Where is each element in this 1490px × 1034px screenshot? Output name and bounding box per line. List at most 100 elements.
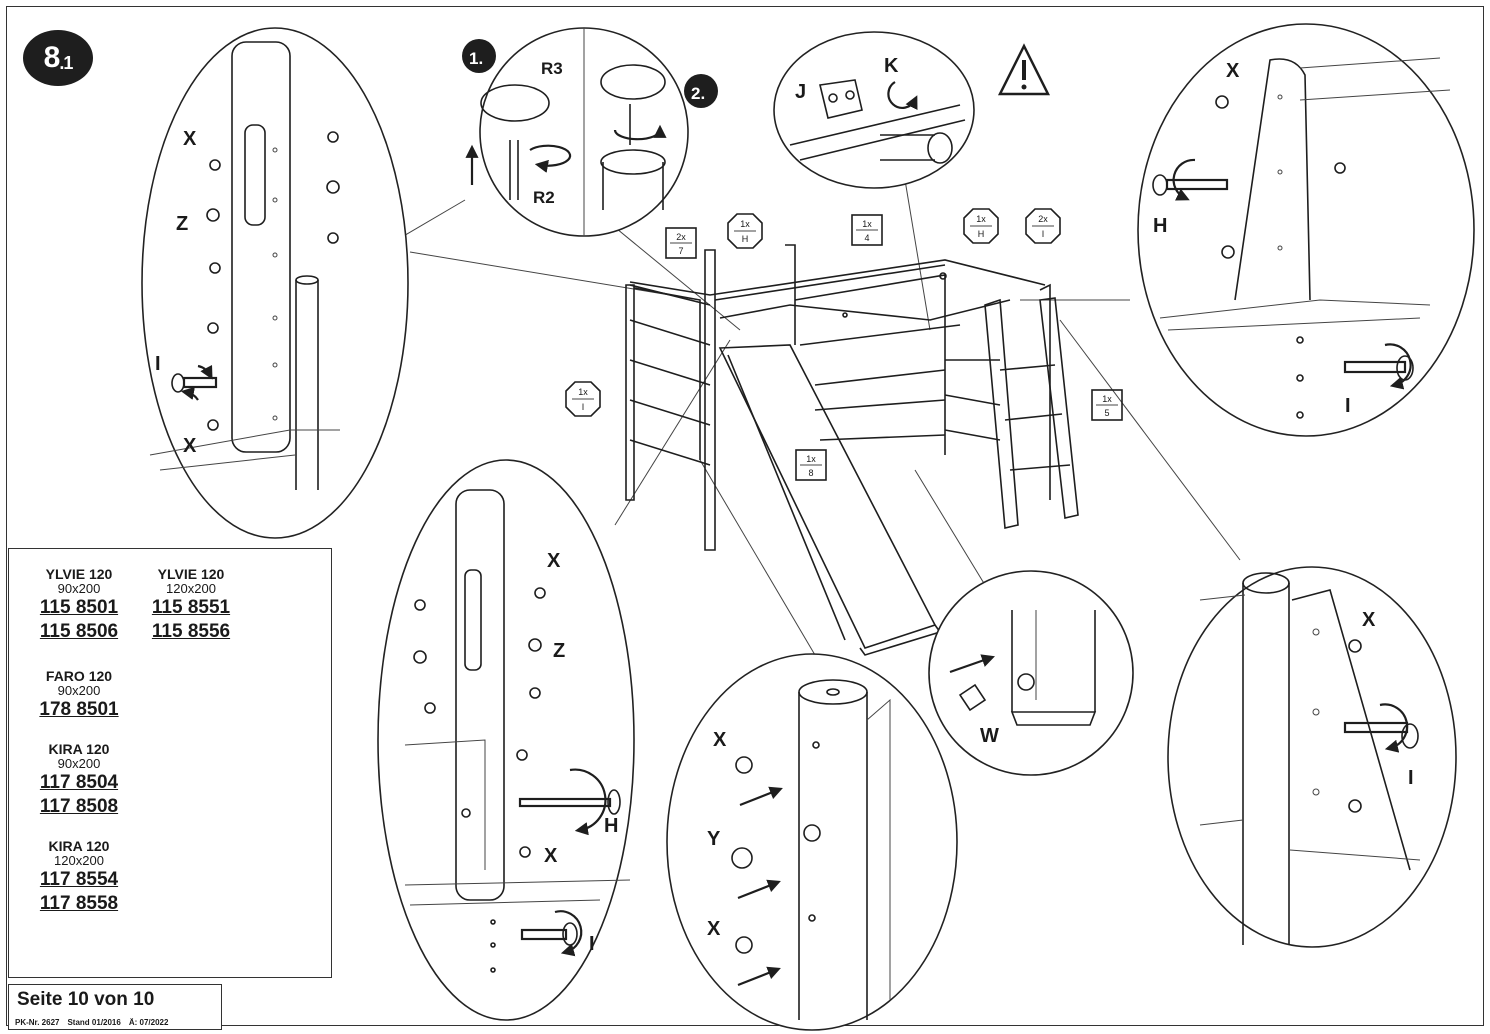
label-h: H (1153, 215, 1167, 237)
label-x: X (547, 550, 561, 572)
step-number: 8 (43, 41, 61, 74)
product-kira-120: KIRA 120 120x200 117 8554 117 8558 (14, 839, 144, 916)
product-size: 90x200 (57, 683, 101, 698)
svg-text:4: 4 (864, 233, 869, 243)
part-tag: 1x H (727, 213, 763, 249)
step-sub-number: .1 (59, 52, 73, 73)
svg-text:7: 7 (678, 246, 683, 256)
main-loft-bed-drawing (625, 244, 1079, 656)
svg-text:1x: 1x (862, 219, 872, 229)
step-one-label: 1. (469, 49, 483, 68)
product-number: 117 8508 (39, 796, 119, 817)
dowel-pins (1348, 639, 1362, 813)
svg-text:H: H (742, 234, 749, 244)
svg-text:1x: 1x (806, 454, 816, 464)
detail-oval-right-lower-post: X I (1167, 566, 1457, 948)
bolt-h-right (1152, 158, 1229, 201)
bolt-h-lower (518, 768, 621, 836)
detail-oval-lower-post: X Z H X I (377, 459, 635, 1021)
detail-oval-left-post: X Z I X (141, 27, 409, 539)
label-r3: R3 (541, 59, 563, 78)
detail-circle-foot: W (928, 570, 1134, 776)
label-y: Y (707, 828, 721, 850)
footer-meta: PK-Nr. 2627 Stand 01/2016 Ä: 07/2022 (15, 1018, 176, 1027)
bolt-i-right (1343, 343, 1414, 390)
product-number: 115 8506 (39, 621, 119, 642)
label-x: X (1362, 609, 1376, 631)
svg-text:2x: 2x (676, 232, 686, 242)
part-tag: 1x 4 (851, 214, 883, 246)
label-x: X (544, 845, 558, 867)
label-x: X (713, 729, 727, 751)
svg-text:I: I (1042, 229, 1045, 239)
svg-text:1x: 1x (976, 214, 986, 224)
svg-text:1x: 1x (578, 387, 588, 397)
label-i: I (1408, 767, 1414, 789)
part-tag: 2x 7 (665, 227, 697, 259)
product-faro-90: FARO 120 90x200 178 8501 (14, 669, 144, 722)
label-z: Z (553, 640, 565, 662)
svg-text:8: 8 (808, 468, 813, 478)
dowel-pins (1215, 95, 1304, 419)
product-number: 117 8558 (39, 893, 119, 914)
label-h: H (604, 815, 618, 837)
svg-text:5: 5 (1104, 408, 1109, 418)
product-name: FARO 120 (45, 668, 113, 684)
label-w: W (980, 725, 999, 747)
bolt-i-left (171, 364, 218, 401)
product-size: 90x200 (57, 581, 101, 596)
svg-text:1x: 1x (1102, 394, 1112, 404)
product-number: 115 8501 (39, 597, 119, 618)
product-name: KIRA 120 (48, 741, 110, 757)
pk-number: PK-Nr. 2627 (15, 1018, 60, 1027)
product-ylvie-90: YLVIE 120 90x200 115 8501 115 8506 (14, 567, 144, 644)
insert-arrows (737, 786, 783, 987)
label-x: X (707, 918, 721, 940)
dowel-pins (731, 756, 753, 954)
svg-text:I: I (582, 402, 585, 412)
product-kira-90: KIRA 120 90x200 117 8504 117 8508 (14, 742, 144, 819)
label-z: Z (176, 213, 188, 235)
label-i: I (155, 353, 161, 375)
step-two-label: 2. (691, 84, 705, 103)
product-list-box: YLVIE 120 90x200 115 8501 115 8506 YLVIE… (8, 548, 332, 978)
label-i: I (589, 933, 595, 955)
part-tag: 1x I (565, 381, 601, 417)
label-i: I (1345, 395, 1351, 417)
detail-oval-bottom-post: X Y X (666, 653, 958, 1031)
page-number: Seite 10 von 10 (17, 989, 155, 1010)
product-ylvie-120: YLVIE 120 120x200 115 8551 115 8556 (126, 567, 256, 644)
revision-date: Ä: 07/2022 (128, 1018, 169, 1027)
product-name: YLVIE 120 (157, 566, 225, 582)
page-frame (6, 6, 1484, 1026)
part-tag: 1x 5 (1091, 389, 1123, 421)
label-k: K (884, 55, 899, 77)
product-size: 120x200 (54, 853, 104, 868)
dowel-pins (413, 587, 546, 973)
bolt-i-right-lower (1343, 703, 1419, 753)
detail-circle-bracket: J K (773, 31, 975, 189)
product-size: 120x200 (166, 581, 216, 596)
label-r2: R2 (533, 188, 555, 207)
product-number: 115 8556 (151, 621, 231, 642)
product-name: KIRA 120 (48, 838, 110, 854)
peg-holes (272, 147, 278, 421)
product-number: 178 8501 (39, 699, 119, 720)
detail-circle-cap-screw: 1. 2. R3 R2 (462, 27, 718, 237)
product-number: 117 8554 (39, 869, 119, 890)
product-number: 117 8504 (39, 772, 119, 793)
svg-text:H: H (978, 229, 985, 239)
detail-oval-right-panel: X H I (1137, 23, 1475, 437)
part-tag: 2x I (1025, 208, 1061, 244)
product-name: YLVIE 120 (45, 566, 113, 582)
part-tag: 1x 8 (795, 449, 827, 481)
warning-triangle-icon (997, 43, 1051, 96)
page-footer: Seite 10 von 10 PK-Nr. 2627 Stand 01/2016… (8, 984, 222, 1030)
product-size: 90x200 (57, 756, 101, 771)
label-j: J (795, 81, 806, 103)
part-tag: 1x H (963, 208, 999, 244)
part-tags: 2x 7 1x H 1x 4 1x H 2x I 1x I (565, 208, 1123, 481)
label-x: X (1226, 60, 1240, 82)
svg-text:1x: 1x (740, 219, 750, 229)
stand-date: Stand 01/2016 (67, 1018, 121, 1027)
